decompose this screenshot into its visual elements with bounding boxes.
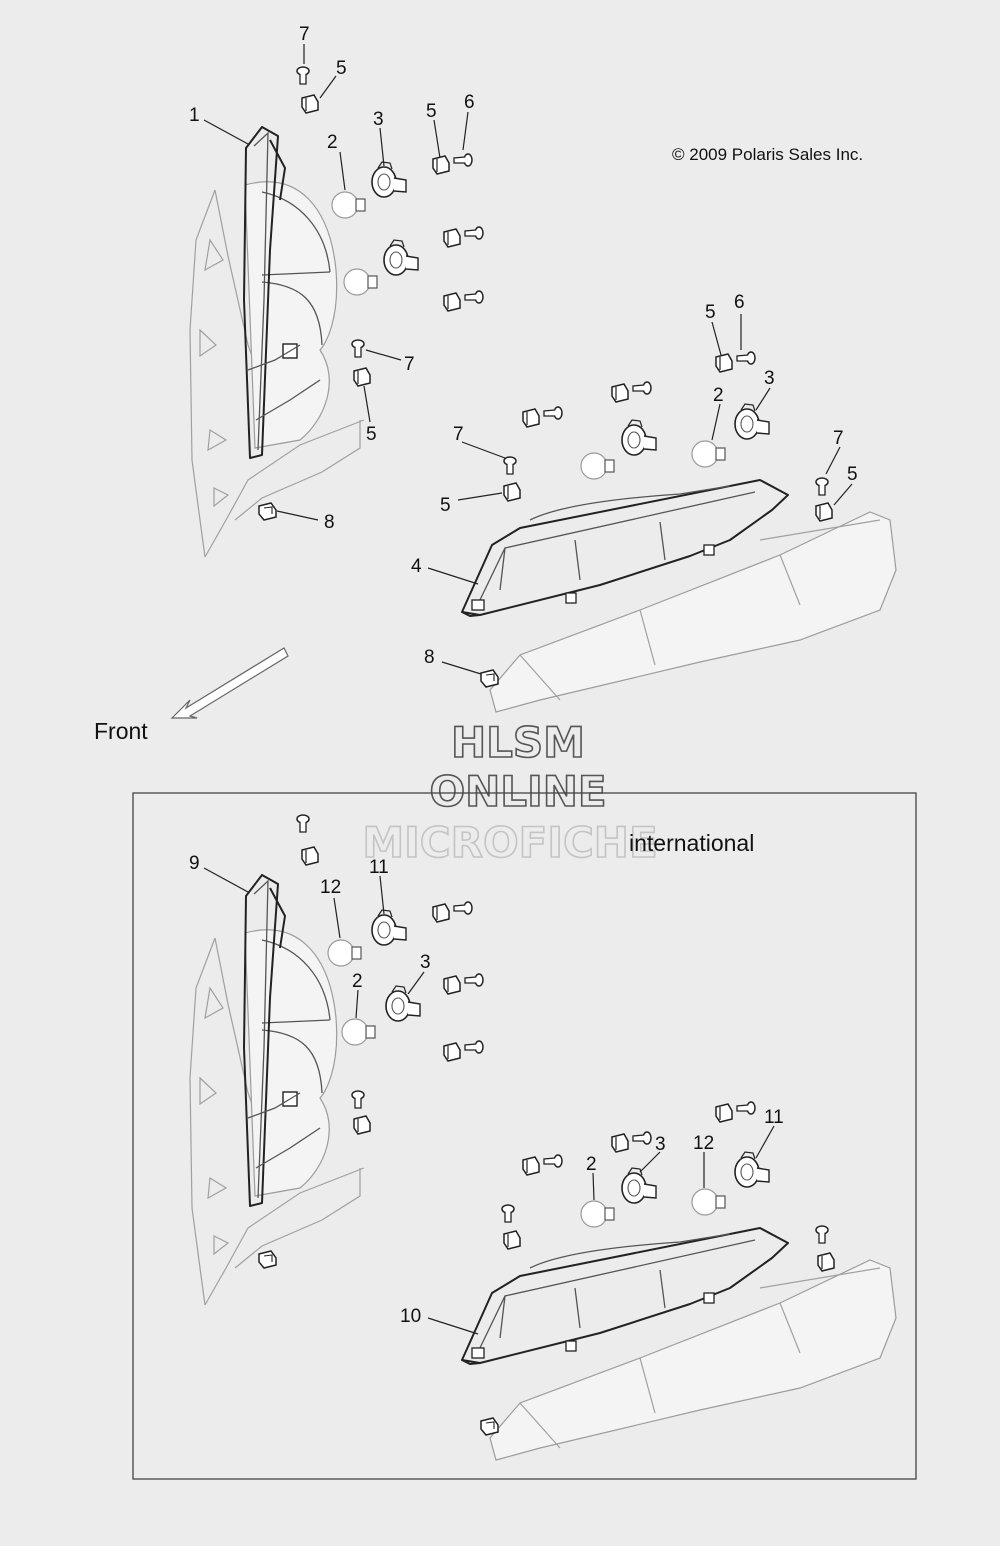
headlight-assembly-international (189, 874, 365, 1306)
watermark-line-1: HLSM (451, 718, 585, 767)
watermark: HLSM ONLINE MICROFICHE (362, 717, 659, 868)
callout-11: 11 (764, 1107, 784, 1128)
callout-3: 3 (420, 952, 431, 973)
headlight-assembly-top (189, 126, 365, 558)
callout-7: 7 (833, 428, 844, 449)
watermark-line-2: ONLINE (429, 767, 606, 816)
callout-1: 1 (189, 105, 200, 126)
callout-7: 7 (453, 424, 464, 445)
callout-4: 4 (411, 556, 422, 577)
international-label: international (629, 830, 754, 856)
callout-3: 3 (655, 1134, 666, 1155)
callouts-top: 7 5 1 2 3 5 6 7 5 8 5 6 3 2 7 5 7 5 4 8 (189, 24, 858, 668)
callout-11: 11 (369, 857, 389, 878)
callout-6: 6 (464, 92, 475, 113)
callout-7: 7 (404, 354, 415, 375)
callout-5: 5 (847, 464, 858, 485)
callout-5: 5 (366, 424, 377, 445)
callout-5: 5 (705, 302, 716, 323)
callouts-international: 9 12 11 2 3 2 3 12 11 10 (189, 853, 784, 1327)
callout-3: 3 (373, 109, 384, 130)
callout-2: 2 (713, 385, 724, 406)
callout-5: 5 (336, 58, 347, 79)
callout-5: 5 (440, 495, 451, 516)
callout-2: 2 (327, 132, 338, 153)
callout-12: 12 (320, 877, 341, 898)
callout-8: 8 (424, 647, 435, 668)
callout-9: 9 (189, 853, 200, 874)
leader-lines-top (203, 44, 853, 675)
callout-2: 2 (352, 971, 363, 992)
callout-6: 6 (734, 292, 745, 313)
front-label: Front (94, 718, 148, 744)
callout-5: 5 (426, 101, 437, 122)
leader-lines-international (203, 867, 775, 1335)
callout-2: 2 (586, 1154, 597, 1175)
international-frame (132, 792, 917, 1480)
callout-10: 10 (400, 1306, 421, 1327)
copyright-text: © 2009 Polaris Sales Inc. (672, 145, 863, 164)
callout-3: 3 (764, 368, 775, 389)
callout-8: 8 (324, 512, 335, 533)
callout-12: 12 (693, 1133, 714, 1154)
front-arrow (170, 647, 289, 719)
callout-7: 7 (299, 24, 310, 45)
watermark-line-3: MICROFICHE (362, 818, 657, 867)
